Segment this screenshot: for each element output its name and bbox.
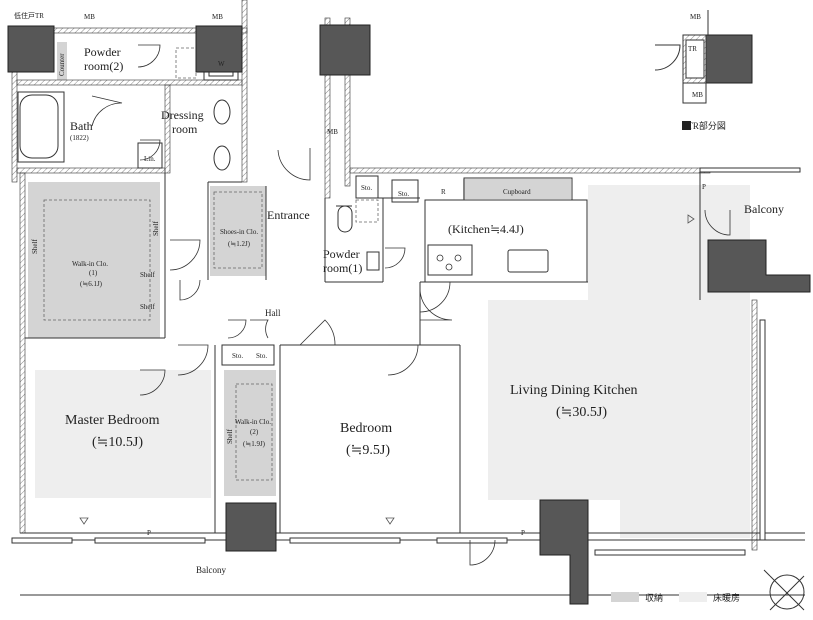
bath-size-label: (1822) [70, 134, 89, 142]
cupboard-label: Cupboard [503, 188, 531, 196]
shelf-label-a: Shelf [31, 239, 39, 254]
ldk-label-line2: (≒30.5J) [556, 405, 607, 420]
vent-markers [79, 214, 695, 525]
shoes-closet-label-line2: (≒1.2J) [228, 240, 251, 248]
kitchen-label: (Kitchen≒4.4J) [448, 222, 524, 236]
inset-caption: ■TR部分図 [682, 120, 726, 131]
powder1-label-line1: Powder [323, 247, 360, 261]
counter-label: Counter [58, 53, 66, 76]
walkin1-label-line1: Walk-in Clo. [72, 260, 108, 268]
bedroom-label-line2: (≒9.5J) [346, 443, 390, 458]
floor-heating-areas [35, 185, 750, 538]
fridge-label: R [441, 188, 446, 196]
master-bedroom-label-line2: (≒10.5J) [92, 435, 143, 450]
storage-areas [28, 42, 571, 496]
mb-inset-label: MB [692, 91, 703, 99]
shelf-label-c: Shelf [140, 271, 155, 279]
shafts [7, 24, 811, 605]
linen-label: Lin. [144, 155, 156, 163]
legend-storage-label: 収納 [645, 592, 663, 603]
windows [11, 167, 801, 556]
legend-floor-heating-swatch [679, 592, 707, 602]
kitchen-fixtures [436, 254, 462, 271]
shoes-closet-label-line1: Shoes-in Clo. [220, 228, 258, 236]
balcony-bottom-label: Balcony [196, 565, 226, 575]
tr-top-label: 低住戸TR [14, 11, 44, 20]
legend-floor-heating-label: 床暖房 [713, 592, 740, 603]
mb-label-a: MB [84, 13, 95, 21]
washer-label: W [218, 60, 225, 68]
powder2-label-line2: room(2) [84, 59, 123, 73]
walkin1-label-line3: (≒6.1J) [80, 280, 103, 288]
shelf-label-e: Shelf [226, 429, 234, 444]
storage-label-c: Sto. [232, 352, 243, 360]
walkin1-label-line2: (1) [89, 269, 98, 277]
storage-label-a: Sto. [361, 184, 372, 192]
inset-legend-square [682, 121, 691, 130]
mb-label-b: MB [212, 13, 223, 21]
pipe-label-c: P [702, 183, 706, 191]
mb-label-c: MB [327, 128, 338, 136]
north-compass [763, 569, 805, 611]
powder2-label-line1: Powder [84, 45, 121, 59]
pipe-label-a: P [147, 529, 151, 537]
legend-storage-swatch [611, 592, 639, 602]
bath-label: Bath [70, 119, 93, 133]
shelf-label-b: Shelf [152, 221, 160, 236]
shelf-lines [43, 47, 379, 481]
storage-label-d: Sto. [256, 352, 267, 360]
dressing-label-line2: room [172, 122, 198, 136]
partitions [17, 39, 805, 596]
ldk-label-line1: Living Dining Kitchen [510, 383, 638, 398]
shelf-label-d: Shelf [140, 303, 155, 311]
storage-label-b: Sto. [398, 190, 409, 198]
hall-label: Hall [265, 308, 281, 318]
walls [11, 0, 758, 551]
powder1-label-line2: room(1) [323, 261, 362, 275]
tr-inset-label: TR [688, 45, 697, 53]
pipe-label-b: P [521, 529, 525, 537]
door-swings [91, 44, 731, 566]
walkin2-label-line3: (≒1.9J) [243, 440, 266, 448]
walkin2-label-line2: (2) [250, 428, 259, 436]
balcony-right-label: Balcony [744, 202, 784, 216]
master-bedroom-label-line1: Master Bedroom [65, 413, 160, 428]
bedroom-label-line1: Bedroom [340, 421, 392, 436]
mb-label-d: MB [690, 13, 701, 21]
tr-inset [654, 10, 709, 104]
dressing-label-line1: Dressing [161, 108, 204, 122]
walkin2-label-line1: Walk-in Clo. [235, 418, 271, 426]
entrance-label: Entrance [267, 208, 310, 222]
